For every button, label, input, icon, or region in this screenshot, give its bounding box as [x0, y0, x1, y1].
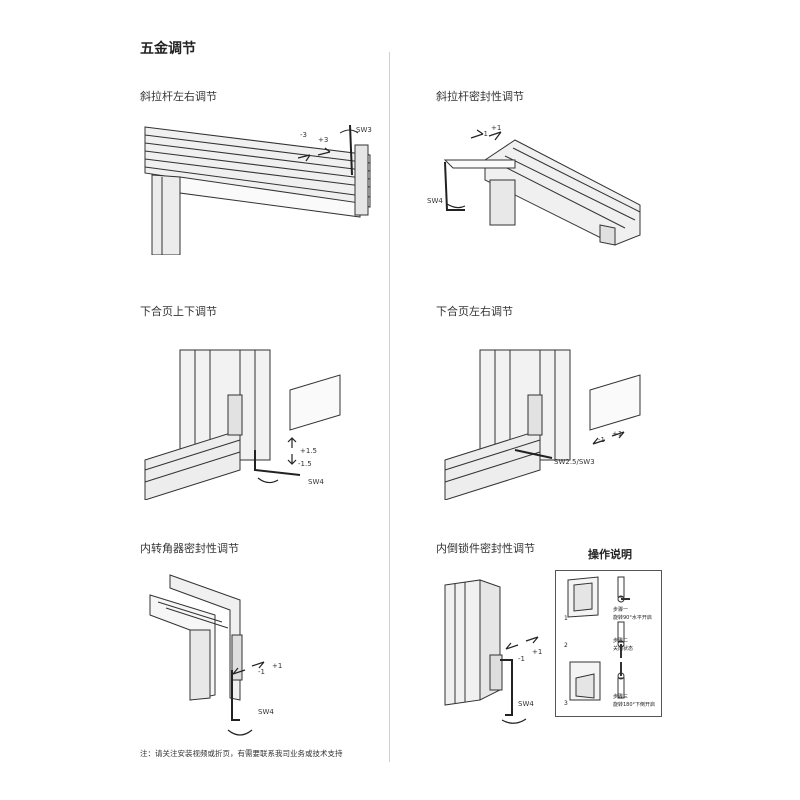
- section-title-4: 下合页左右调节: [436, 305, 513, 318]
- page-title: 五金调节: [140, 41, 196, 57]
- window-turn-open-icon: [567, 576, 599, 618]
- label-tool-2: SW4: [427, 197, 443, 205]
- label-tool-3: SW4: [308, 478, 324, 486]
- lower-hinge-lateral-illustration: [444, 349, 641, 500]
- inner-tilt-lock-seal-illustration: [444, 579, 539, 724]
- label-plus-3: +1.5: [300, 447, 317, 455]
- section-title-1: 斜拉杆左右调节: [140, 90, 217, 103]
- step-text-2a: 步骤二: [613, 638, 629, 644]
- label-minus-2: -1: [481, 130, 488, 138]
- step-text-1a: 步骤一: [613, 607, 629, 613]
- label-plus-2: +1: [491, 124, 502, 132]
- diagonal-rod-seal-illustration: [443, 129, 641, 246]
- footnote: 注：请关注安装视频或折页，有需要联系我司业务或技术支持: [140, 749, 343, 758]
- section-title-5: 内转角器密封性调节: [140, 542, 239, 555]
- section-title-3: 下合页上下调节: [140, 305, 217, 318]
- lower-hinge-vertical-illustration: [144, 349, 341, 500]
- label-tool-5: SW4: [258, 708, 274, 716]
- label-tool-4: SW2.5/SW3: [554, 458, 595, 466]
- operation-box: [555, 570, 662, 717]
- label-minus-6: -1: [518, 655, 525, 663]
- handle-down-icon: [617, 621, 625, 658]
- inner-corner-seal-illustration: [149, 574, 265, 736]
- diagonal-rod-lateral-illustration: [144, 124, 371, 255]
- step-text-3a: 步骤三: [613, 694, 629, 700]
- step-number-1: 1: [564, 615, 568, 622]
- section-title-2: 斜拉杆密封性调节: [436, 90, 524, 103]
- center-divider: [389, 52, 390, 762]
- handle-up-icon: [617, 662, 625, 699]
- handle-horizontal-icon: [617, 576, 630, 603]
- step-text-1b: 旋转90°水平开启: [613, 615, 652, 621]
- label-minus-4: -1: [598, 436, 605, 444]
- label-minus-3: -1.5: [298, 460, 312, 468]
- operation-title: 操作说明: [588, 548, 632, 561]
- step-number-2: 2: [564, 642, 568, 649]
- section-title-6: 内倒锁件密封性调节: [436, 542, 535, 555]
- window-tilt-open-icon: [569, 661, 601, 701]
- label-plus-4: +1: [612, 430, 623, 438]
- label-plus-6: +1: [532, 648, 543, 656]
- label-tool-1: SW3: [356, 126, 372, 134]
- step-text-3b: 旋转180°下倒开启: [613, 702, 656, 708]
- step-text-2b: 关闭状态: [613, 646, 634, 652]
- step-number-3: 3: [564, 700, 568, 707]
- label-minus-5: -1: [258, 668, 265, 676]
- label-minus-1: -3: [300, 131, 307, 139]
- label-tool-6: SW4: [518, 700, 534, 708]
- label-plus-5: +1: [272, 662, 283, 670]
- label-plus-1: +3: [318, 136, 329, 144]
